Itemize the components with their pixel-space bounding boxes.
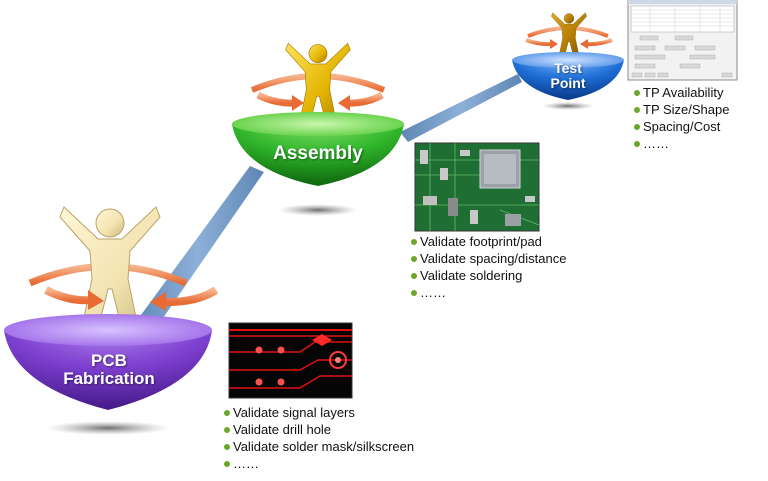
checklist-item: …… (224, 455, 414, 472)
pcb-label-line2: Fabrication (63, 368, 155, 388)
checklist-item: Validate footprint/pad (411, 233, 566, 250)
rotate-arrow-left-icon (44, 286, 93, 305)
rotate-arrow-right-icon (345, 91, 384, 107)
checklist-item: …… (411, 284, 566, 301)
checklist-item: …… (634, 135, 729, 152)
pcb-assembly-image (414, 142, 540, 232)
checklist-item: Validate signal layers (224, 404, 414, 421)
checklist-item: Validate drill hole (224, 421, 414, 438)
testpoint-label-line2: Point (550, 74, 586, 91)
pcb-trace-image (228, 322, 353, 399)
testpoint-bowl-top (512, 52, 624, 68)
rotate-arrow-left-icon (525, 38, 553, 47)
test-point-label: Test Point (528, 61, 608, 90)
checklist-item: Validate soldering (411, 267, 566, 284)
bowl-shadow (278, 204, 358, 216)
checklist-item: TP Size/Shape (634, 101, 729, 118)
ramp-pcb-to-assembly (130, 166, 264, 334)
cheering-person-icon (285, 42, 351, 123)
cheering-person-icon (551, 12, 587, 57)
pcb-bowl-top (4, 314, 212, 346)
assembly-checklist: Validate footprint/pad Validate spacing/… (411, 233, 566, 301)
rotate-arrow-right-icon (585, 38, 613, 47)
assembly-label-text: Assembly (273, 143, 363, 164)
rotate-arrow-left-icon (256, 91, 297, 107)
bowl-shadow (542, 102, 594, 110)
rotate-arrow-right-icon (161, 286, 219, 307)
checklist-item: Validate spacing/distance (411, 250, 566, 267)
pcb-label-line1: PCB (91, 351, 127, 370)
testpoint-checklist: TP Availability TP Size/Shape Spacing/Co… (634, 84, 729, 152)
pcb-fabrication-stage (4, 206, 219, 435)
assembly-bowl-top (232, 112, 404, 136)
dialog-screenshot-image (627, 0, 738, 81)
checklist-item: Validate solder mask/silkscreen (224, 438, 414, 455)
checklist-item: TP Availability (634, 84, 729, 101)
testpoint-label-line1: Test (554, 60, 582, 76)
assembly-label: Assembly (255, 144, 381, 164)
ramp-assembly-to-testpoint (400, 74, 522, 142)
pcb-checklist: Validate signal layers Validate drill ho… (224, 404, 414, 472)
bowl-shadow (46, 421, 170, 435)
test-point-stage (512, 12, 624, 110)
pcb-fabrication-label: PCB Fabrication (44, 352, 174, 388)
checklist-item: Spacing/Cost (634, 118, 729, 135)
assembly-stage (232, 42, 404, 216)
